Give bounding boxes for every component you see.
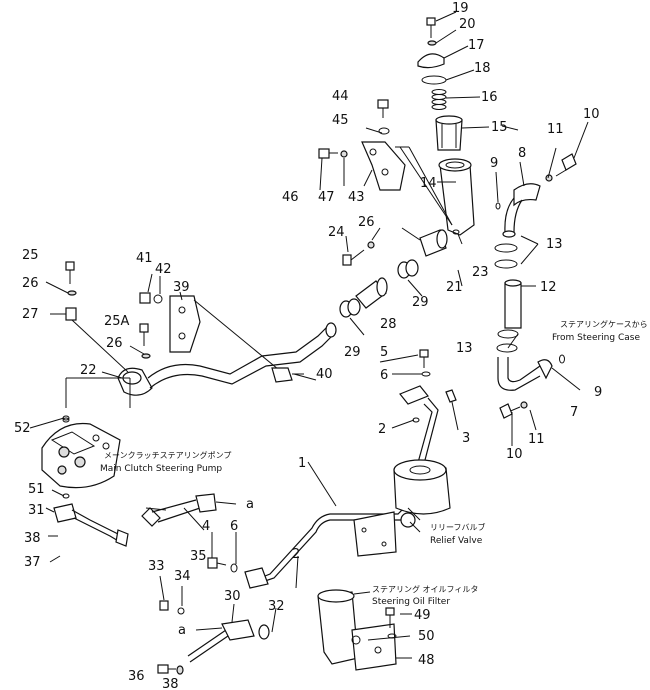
callout-34: 34 [174, 569, 191, 584]
callout-22: 22 [80, 363, 97, 378]
callout-21: 21 [446, 280, 463, 295]
callout-10: 10 [583, 107, 600, 122]
callout-10b: 10 [506, 447, 523, 462]
pump-label-en: Main Clutch Steering Pump [100, 464, 222, 474]
callout-1: 1 [298, 456, 306, 471]
callout-13b: 13 [456, 341, 473, 356]
callout-28: 28 [380, 317, 397, 332]
callout-42: 42 [155, 262, 172, 277]
callout-23: 23 [472, 265, 489, 280]
bracket-assembly-43 [318, 99, 453, 226]
callout-38: 38 [24, 531, 41, 546]
callout-39: 39 [173, 280, 190, 295]
right-hose-assembly [494, 153, 577, 419]
hose-35 [53, 493, 237, 547]
lower-pipe-30 [157, 557, 270, 675]
callout-14: 14 [420, 176, 437, 191]
pump-label-jp: メーンクラッチステアリングポンプ [104, 450, 231, 460]
filter-label-jp: ステアリング オイルフィルタ [372, 584, 478, 594]
callout-29: 29 [412, 295, 429, 310]
callout-29b: 29 [344, 345, 361, 360]
callout-49: 49 [414, 608, 431, 623]
callout-numbers: 19 20 17 18 16 15 44 45 10 11 8 9 14 46 … [14, 1, 602, 690]
callout-5: 5 [380, 345, 388, 360]
callout-6: 6 [380, 368, 388, 383]
callout-26: 26 [358, 215, 375, 230]
callout-25: 25 [22, 248, 39, 263]
callout-17: 17 [468, 38, 485, 53]
callout-26c: 26 [106, 336, 123, 351]
callout-33: 33 [148, 559, 165, 574]
steering-case-label-jp: ステアリングケースから [560, 319, 648, 329]
callout-51: 51 [28, 482, 45, 497]
callout-38b: 38 [162, 677, 179, 690]
callout-9: 9 [490, 156, 498, 171]
steering-oil-filter [317, 589, 397, 671]
callout-18: 18 [474, 61, 491, 76]
callout-19: 19 [452, 1, 469, 16]
filter-cap-assembly [417, 17, 475, 236]
callout-27: 27 [22, 307, 39, 322]
callout-2b: 2 [292, 547, 300, 562]
callout-35: 35 [190, 549, 207, 564]
relief-valve-label-jp: リリーフバルブ [430, 522, 486, 532]
callout-37: 37 [24, 555, 41, 570]
callout-52: 52 [14, 421, 31, 436]
callout-31: 31 [28, 503, 45, 518]
callout-12: 12 [540, 280, 557, 295]
filter-label-en: Steering Oil Filter [372, 597, 450, 607]
callout-16: 16 [481, 90, 498, 105]
callout-3: 3 [462, 431, 470, 446]
center-connector-assembly [339, 227, 448, 336]
relief-valve [353, 459, 451, 557]
callout-40: 40 [316, 367, 333, 382]
callout-11: 11 [547, 122, 564, 137]
leader-lines-top [435, 11, 490, 183]
component-labels: ステアリングケースから From Steering Case メーンクラッチステ… [100, 319, 648, 607]
callout-a: a [246, 497, 254, 512]
callout-45: 45 [332, 113, 349, 128]
callout-25A: 25A [104, 314, 130, 329]
callout-26b: 26 [22, 276, 39, 291]
callout-2: 2 [378, 422, 386, 437]
callout-47: 47 [318, 190, 335, 205]
callout-50: 50 [418, 629, 435, 644]
leader-lines [29, 121, 589, 659]
callout-6b: 6 [230, 519, 238, 534]
callout-30: 30 [224, 589, 241, 604]
callout-8: 8 [518, 146, 526, 161]
callout-36: 36 [128, 669, 145, 684]
callout-20: 20 [459, 17, 476, 32]
callout-48: 48 [418, 653, 435, 668]
callout-43: 43 [348, 190, 365, 205]
callout-a2: a [178, 623, 186, 638]
pipe-bolts-center [399, 349, 457, 423]
relief-valve-label-en: Relief Valve [430, 536, 483, 546]
callout-32: 32 [268, 599, 285, 614]
callout-4: 4 [202, 519, 210, 534]
callout-24: 24 [328, 225, 345, 240]
callout-46: 46 [282, 190, 299, 205]
callout-41: 41 [136, 251, 153, 266]
callout-11b: 11 [528, 432, 545, 447]
callout-7: 7 [570, 405, 578, 420]
callout-44: 44 [332, 89, 349, 104]
callout-15: 15 [491, 120, 508, 135]
main-clutch-steering-pump [41, 417, 121, 499]
suction-pipe-22 [62, 261, 337, 421]
steering-case-label-en: From Steering Case [552, 333, 640, 343]
callout-13: 13 [546, 237, 563, 252]
callout-9b: 9 [594, 385, 602, 400]
